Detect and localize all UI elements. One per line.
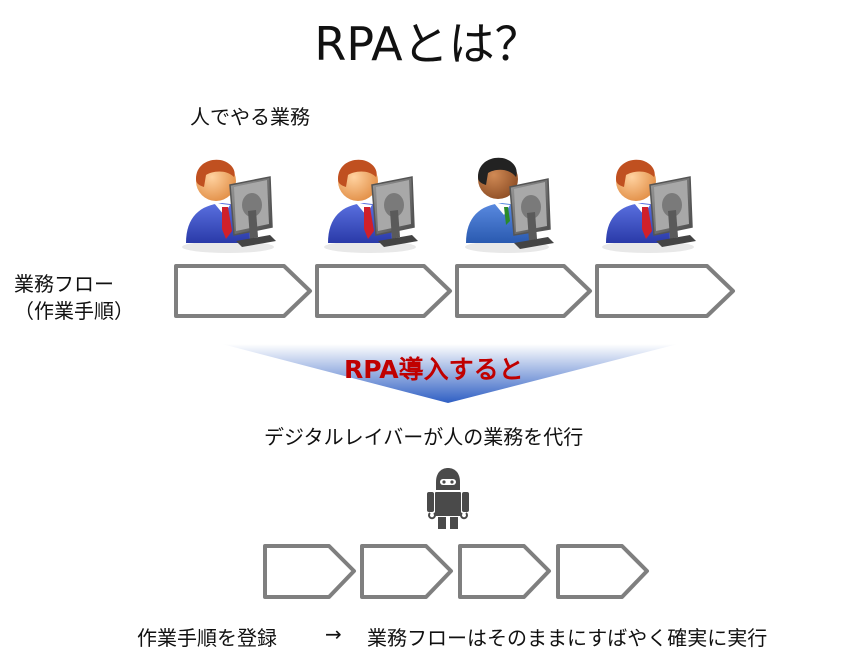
- human-flow-step-2: [315, 264, 452, 318]
- robot-flow-step-1: [263, 544, 356, 599]
- slide-title: RPAとは？: [314, 17, 541, 71]
- flow-label-line2: （作業手順）: [14, 299, 134, 323]
- robot-icon: [427, 468, 469, 529]
- footer-left-text: 作業手順を登録: [137, 626, 277, 650]
- footer-right-text: 業務フローはそのままにすばやく確実に実行: [367, 626, 768, 650]
- worker-icon-1: [181, 159, 277, 254]
- footer-arrow: →: [325, 622, 342, 646]
- transition-label: RPA導入すると: [344, 355, 524, 384]
- transition-arrow: [222, 344, 678, 403]
- robot-flow-step-2: [360, 544, 453, 599]
- worker-icon-4: [601, 159, 697, 254]
- human-flow-step-1: [174, 264, 312, 318]
- human-flow-step-4: [595, 264, 735, 318]
- flow-label-line1: 業務フロー: [14, 272, 114, 296]
- worker-icon-2: [323, 159, 419, 254]
- robot-flow-step-4: [556, 544, 649, 599]
- human-work-heading: 人でやる業務: [190, 105, 310, 129]
- worker-icon-3: [464, 157, 555, 254]
- robot-caption: デジタルレイバーが人の業務を代行: [264, 425, 584, 449]
- human-flow-step-3: [455, 264, 592, 318]
- robot-flow-step-3: [458, 544, 551, 599]
